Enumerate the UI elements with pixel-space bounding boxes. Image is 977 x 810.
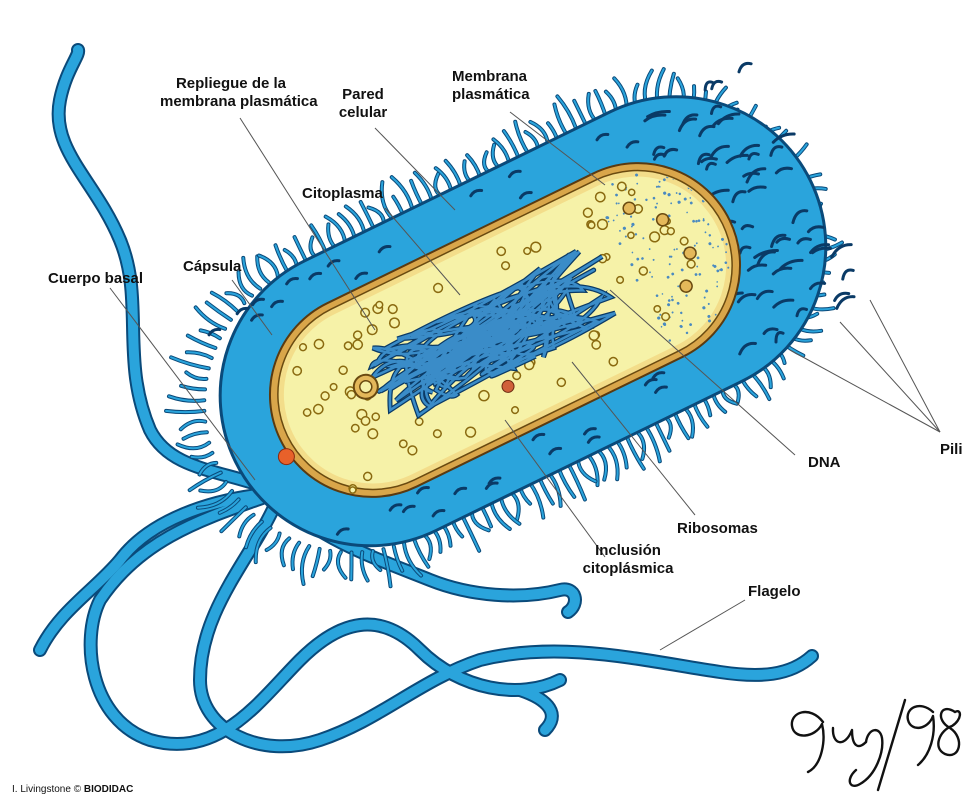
handwritten-signature <box>792 700 960 790</box>
pilus <box>212 286 237 317</box>
label-flagelo: Flagelo <box>748 583 801 601</box>
label-membrana: Membrana plasmática <box>452 68 552 104</box>
capsule-streak <box>737 61 752 71</box>
pilus-highlight <box>674 412 688 439</box>
label-pili: Pili <box>940 441 963 459</box>
credit-org: BIODIDAC <box>84 784 133 795</box>
credit-author: I. Livingstone © <box>12 784 81 795</box>
pilus <box>183 428 206 442</box>
credit-line: I. Livingstone © BIODIDAC <box>12 784 133 795</box>
label-inclusion: Inclusión citoplásmica <box>568 542 688 578</box>
label-pared-line1: Pared <box>330 86 396 104</box>
label-ribosomas: Ribosomas <box>677 520 758 538</box>
pilus-highlight <box>539 478 553 505</box>
label-repliegue: Repliegue de la membrana plasmática <box>160 75 302 111</box>
pilus-highlight <box>333 552 352 578</box>
label-citoplasma: Citoplasma <box>302 185 383 203</box>
label-membrana-line2: plasmática <box>452 86 552 104</box>
capsule-streak <box>840 268 854 279</box>
pilus <box>180 417 205 433</box>
pilus-highlight <box>693 402 707 428</box>
label-membrana-line1: Membrana <box>452 68 552 86</box>
label-dna: DNA <box>808 454 841 472</box>
label-pared-line2: celular <box>330 104 396 122</box>
label-inclusion-line1: Inclusión <box>568 542 688 560</box>
label-capsula: Cápsula <box>183 258 241 276</box>
pilus-highlight <box>413 539 428 568</box>
pilus-highlight <box>574 101 586 126</box>
label-inclusion-line2: citoplásmica <box>568 560 688 578</box>
label-pared: Pared celular <box>330 86 396 122</box>
label-repliegue-line1: Repliegue de la <box>160 75 302 93</box>
label-repliegue-line2: membrana plasmática <box>160 93 302 111</box>
label-cuerpo-basal: Cuerpo basal <box>48 270 143 288</box>
